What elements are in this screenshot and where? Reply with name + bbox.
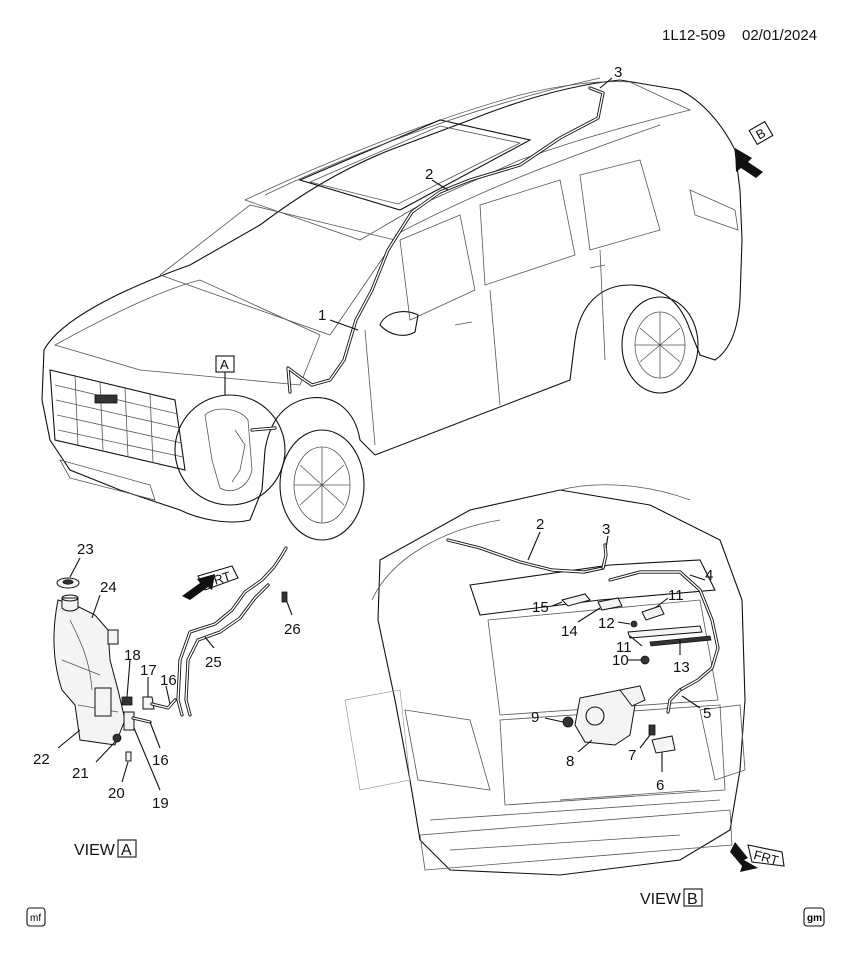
tail-lamp-left [404,709,491,791]
view-b-caption: VIEW [640,891,682,908]
b-label-2: 2 [536,516,544,533]
wiper-nut-12 [630,620,638,628]
header: 1L12-509 02/01/2024 [662,27,817,44]
corner-mark-right: gm [803,907,825,927]
rear-body-outline [377,489,746,876]
label-16-bottom: 16 [152,752,169,769]
wiper-arm-11 [627,625,703,639]
b-label-11-lower: 11 [616,639,632,656]
view-b-rear-liftgate: 2 3 4 5 6 7 8 9 10 11 11 12 13 14 15 FRT [344,484,785,908]
grille-emblem [94,394,118,404]
hose-clip-26 [281,591,288,603]
detail-a-magnifier [174,394,286,506]
fastener-20 [125,751,132,762]
view-a-caption: VIEW [74,842,116,859]
rear-bumper [419,809,733,871]
label-21: 21 [72,765,89,782]
label-3: 3 [614,64,622,81]
view-a-frt-label: FRT [204,568,233,590]
document-id: 1L12-509 [662,27,725,44]
b-label-12: 12 [598,615,615,632]
b-label-14: 14 [561,623,578,640]
nozzle-bracket-14 [597,597,623,611]
wiper-arm-cover-11 [641,605,665,621]
b-label-11-upper: 11 [668,587,684,604]
label-19: 19 [152,795,169,812]
front-grille [49,369,186,471]
corner-left-text: mf [30,913,41,924]
corner-mark-left: mf [26,907,46,927]
b-label-7: 7 [628,747,636,764]
cap-10 [640,655,650,665]
rear-wheel [621,296,699,394]
label-25: 25 [205,654,222,671]
view-a-frt-arrow: FRT [182,565,239,600]
vehicle-front-view: A B 1 2 3 [41,64,774,541]
label-23: 23 [77,541,94,558]
fastener-7 [648,724,656,736]
label-24: 24 [100,579,117,596]
side-windows [399,159,661,321]
label-22: 22 [33,751,50,768]
vehicle-body-outline [41,79,743,523]
b-label-4: 4 [705,567,713,584]
label-16-top: 16 [160,672,177,689]
view-a-washer-reservoir: FRT 23 24 18 17 16 16 19 20 21 22 25 26 … [33,541,301,859]
view-a-caption-letter: A [121,842,132,859]
side-mirror [379,311,419,336]
b-label-9: 9 [531,709,539,726]
front-wheel [279,429,365,541]
hood [53,279,321,386]
washer-pump [94,687,112,717]
tail-lamp-right [699,704,746,781]
washer-hose-route [286,86,605,394]
b-label-5: 5 [703,705,711,722]
view-b-direction-arrow: B [735,120,774,178]
reservoir-cap [56,577,80,589]
corner-right-text: gm [807,913,822,924]
b-label-8: 8 [566,753,574,770]
b-label-3: 3 [602,521,610,538]
connector-6 [651,735,676,754]
fitting-19 [123,711,135,731]
label-17: 17 [140,662,157,679]
view-b-frt-label: FRT [752,847,780,868]
document-date: 02/01/2024 [742,27,817,44]
label-20: 20 [108,785,125,802]
roof-rail [264,77,601,196]
label-1: 1 [318,307,326,324]
b-label-10: 10 [612,652,629,669]
label-18: 18 [124,647,141,664]
callout-a-box [215,355,235,373]
washer-hose-25 [176,546,288,717]
b-label-13: 13 [673,659,690,676]
fitting-18 [121,696,133,706]
grommet-21 [112,733,122,743]
callout-a-letter: A [220,357,229,372]
view-b-frt-arrow: FRT [730,842,785,872]
label-26: 26 [284,621,301,638]
label-2: 2 [425,166,433,183]
b-label-15: 15 [532,599,549,616]
view-b-caption-letter: B [687,891,698,908]
bolt-9 [562,716,574,728]
rear-spoiler [469,559,716,616]
washer-nozzle-15 [561,593,591,607]
connector-17 [142,696,155,710]
sunroof [298,119,532,211]
rear-wiper-motor-8 [574,685,646,746]
vehicle-roof [243,81,692,241]
b-label-6: 6 [656,777,664,794]
rear-washer-hose-2 [446,538,605,574]
rear-glass [487,599,719,716]
